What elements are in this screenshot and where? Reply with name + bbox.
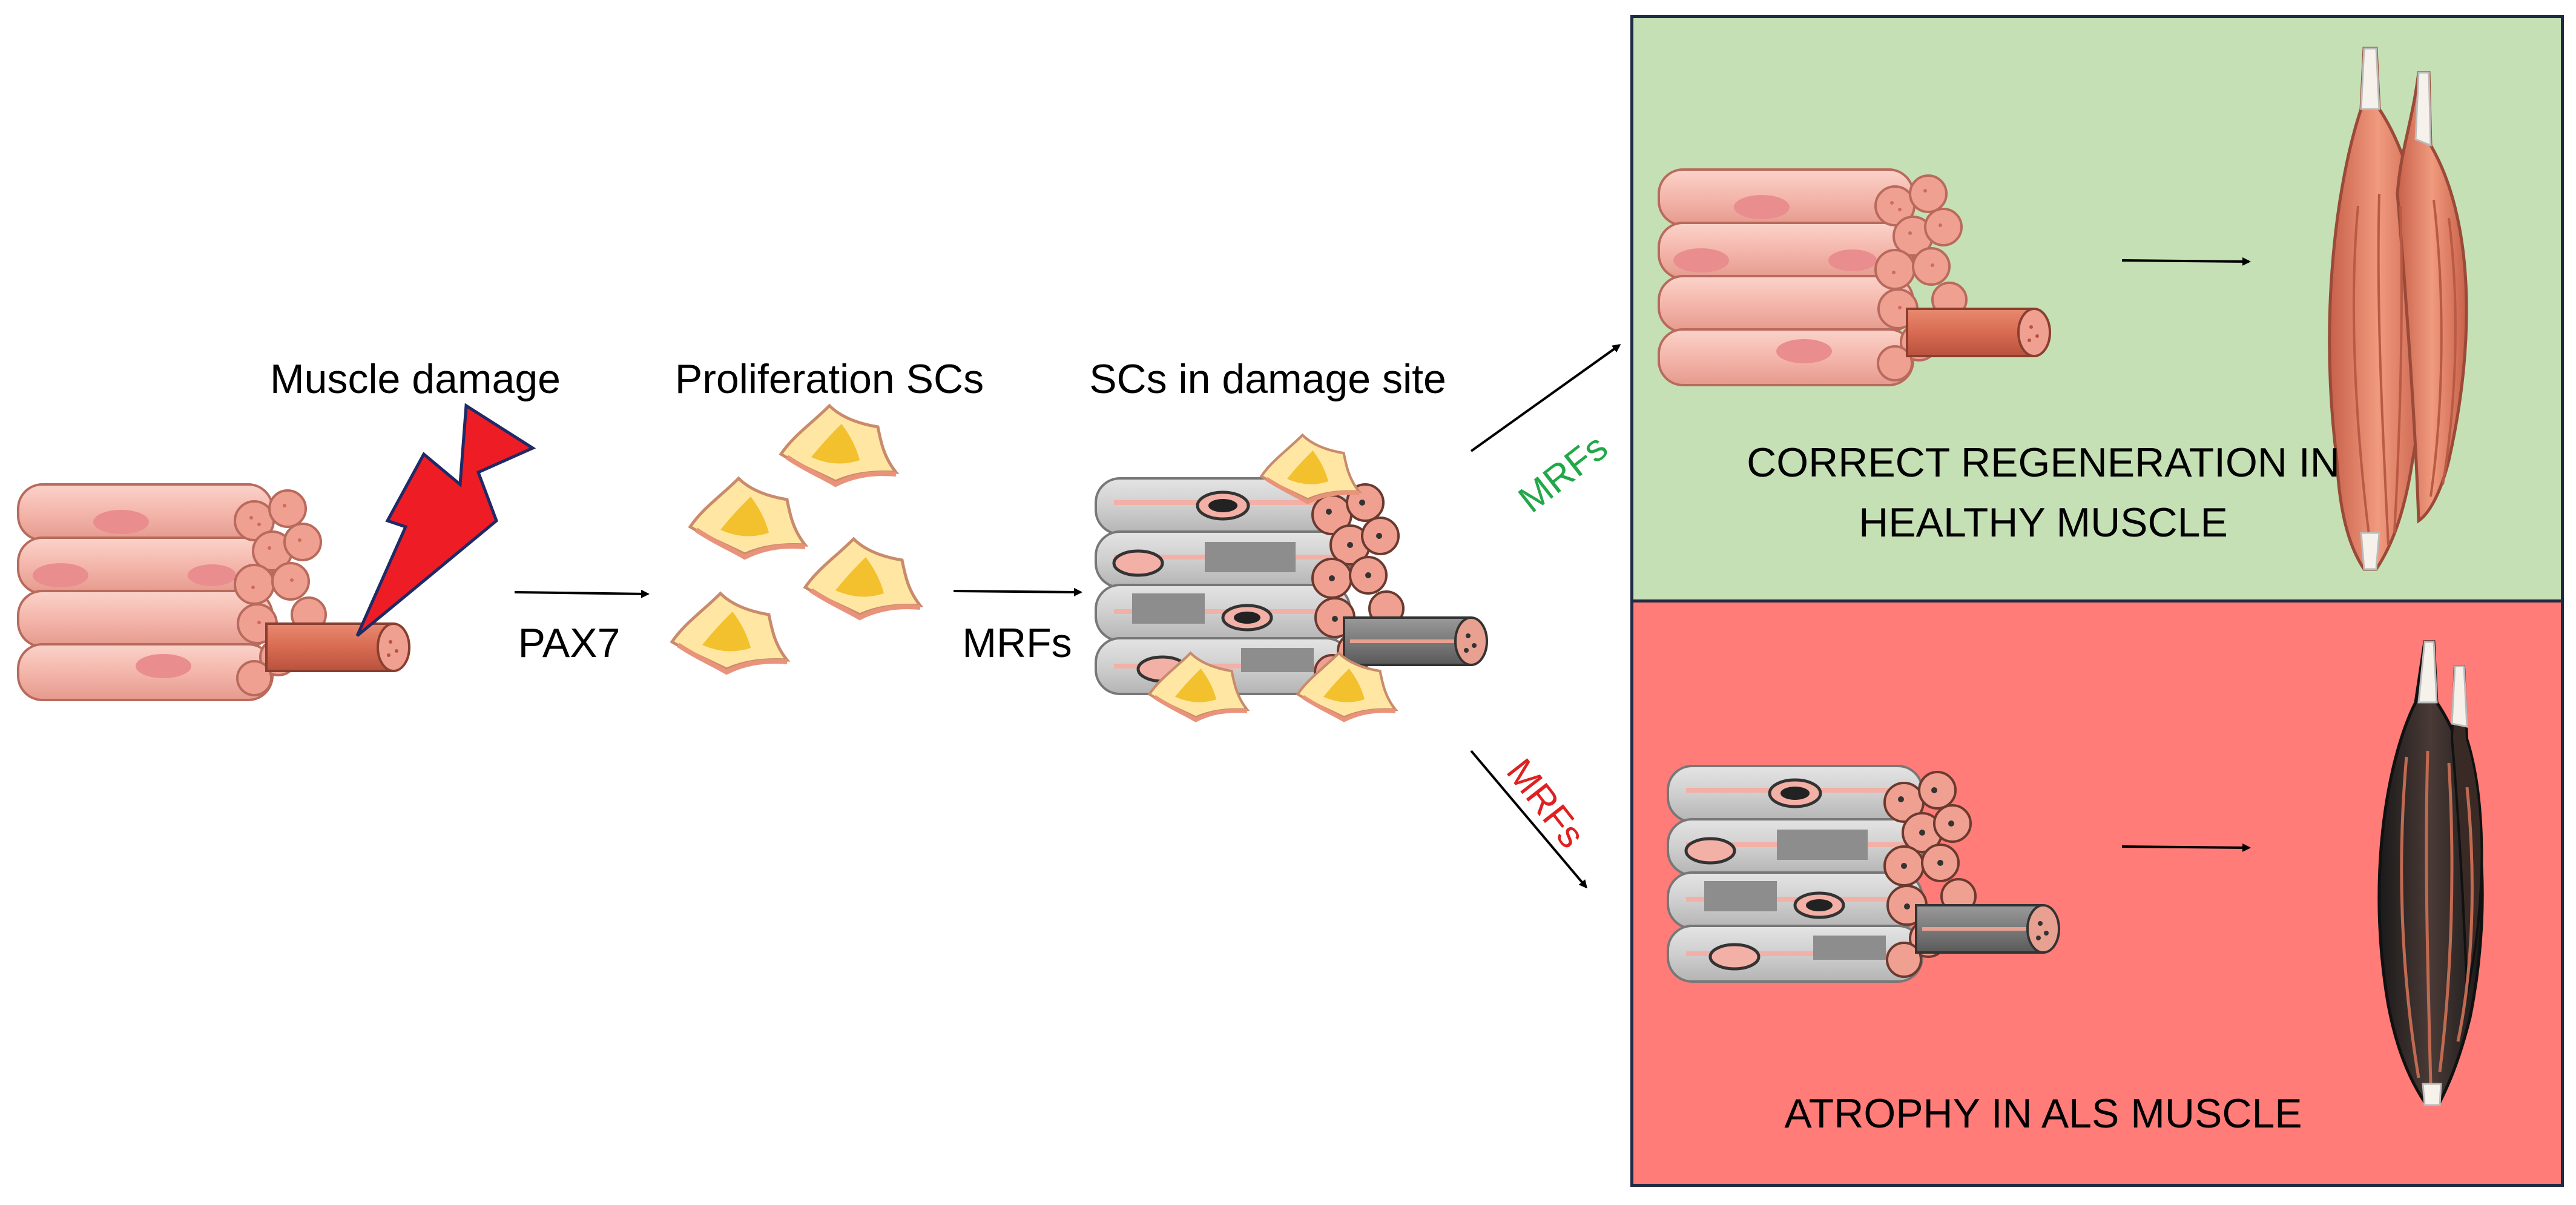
healthy-regenerated-bundle [1658, 168, 2051, 386]
healthy-outcome-line1: CORRECT REGENERATION IN [1747, 440, 2340, 486]
mrfs-arrow [953, 587, 1082, 596]
healthy-branch-arrow [1470, 344, 1621, 452]
step-title-proliferation: Proliferation SCs [674, 356, 984, 402]
healthy-outcome-text: CORRECT REGENERATION IN HEALTHY MUSCLE [1747, 433, 2340, 552]
lightning-bolt-icon [355, 403, 536, 637]
damaged-muscle-bundle [17, 483, 410, 701]
atrophic-muscle-icon [2377, 640, 2484, 1106]
als-damaged-bundle [1668, 766, 2059, 982]
pax7-arrow [514, 589, 650, 598]
pax7-label: PAX7 [518, 620, 621, 666]
damage-site-bundle [1096, 478, 1487, 694]
als-outcome-line1: ATROPHY IN ALS MUSCLE [1784, 1091, 2302, 1137]
mrfs-label: MRFs [962, 620, 1072, 666]
als-branch-arrow [1470, 750, 1587, 889]
healthy-outcome-arrow [2121, 257, 2251, 266]
proliferating-satellite-cells [672, 406, 920, 672]
healthy-outcome-line2: HEALTHY MUSCLE [1859, 499, 2228, 546]
als-outcome-arrow [2121, 843, 2251, 852]
als-outcome-text: ATROPHY IN ALS MUSCLE [1784, 1084, 2302, 1144]
step-title-muscle-damage: Muscle damage [269, 356, 561, 402]
step-title-damage-site: SCs in damage site [1089, 356, 1446, 402]
healthy-muscle-icon [2328, 47, 2468, 571]
